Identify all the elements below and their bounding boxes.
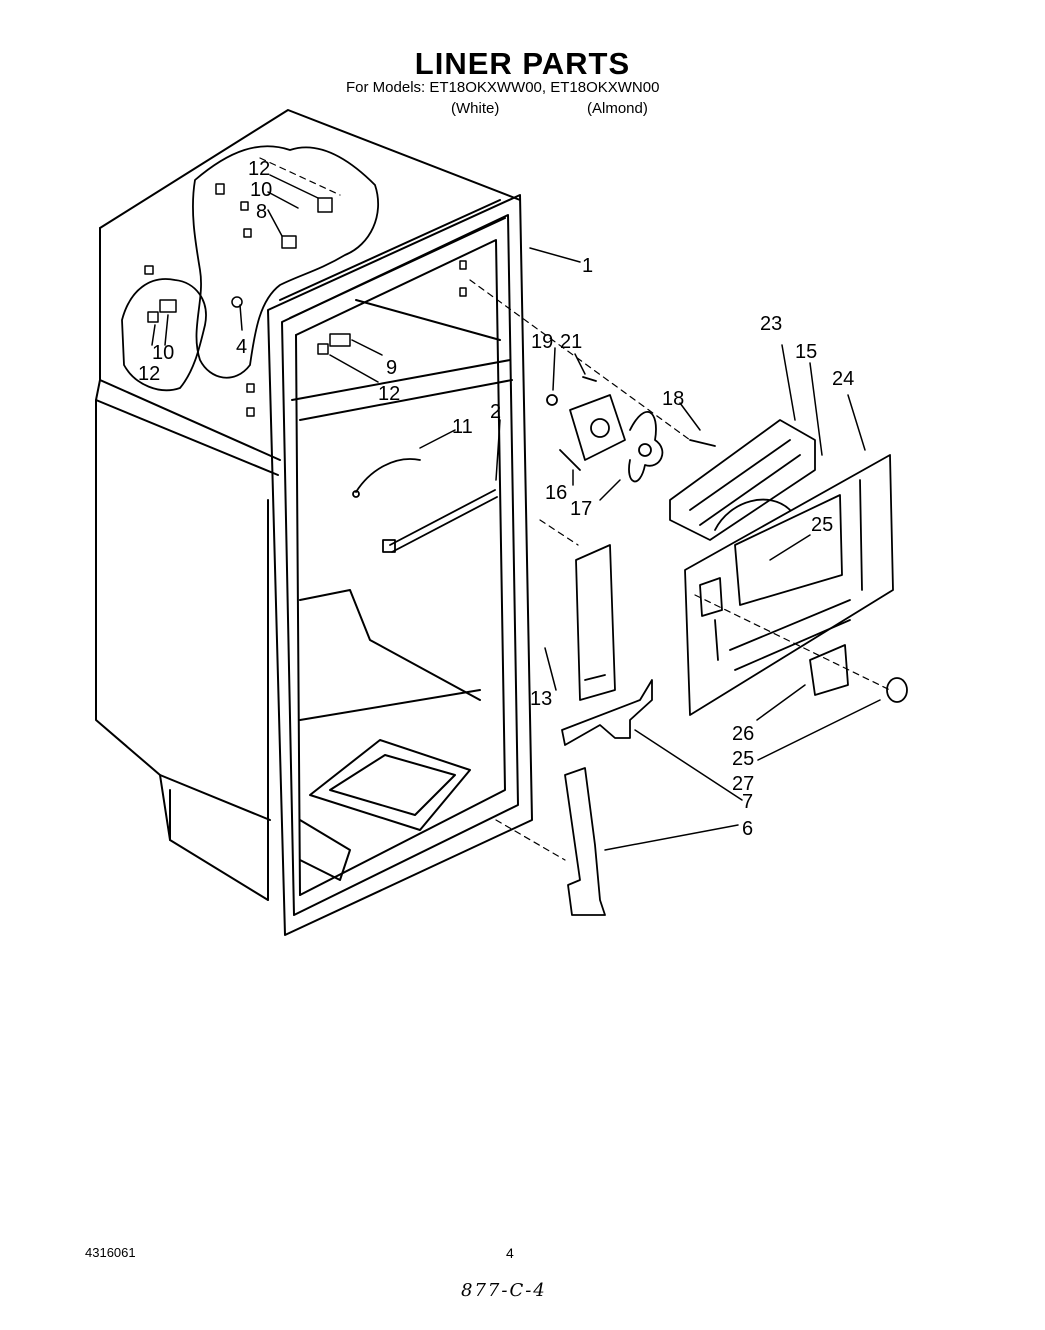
callout-8: 8	[256, 201, 267, 223]
page-title: LINER PARTS	[414, 46, 631, 81]
callout-25-lower: 25	[732, 748, 754, 770]
callout-12-center: 12	[378, 383, 400, 405]
shell-hardware	[144, 183, 467, 417]
callout-17: 17	[570, 498, 592, 520]
liner-frame	[267, 194, 533, 936]
callout-11: 11	[452, 416, 473, 438]
callout-23: 23	[760, 313, 782, 335]
callout-18: 18	[662, 388, 684, 410]
evaporator-cover	[669, 419, 816, 541]
callout-12-top: 12	[248, 158, 270, 180]
rear-panel	[684, 454, 908, 716]
document-code: 4316061	[85, 1245, 136, 1260]
callout-13: 13	[530, 688, 552, 710]
callout-1: 1	[582, 255, 593, 277]
callout-4: 4	[236, 336, 247, 358]
callout-9: 9	[386, 357, 397, 379]
callout-24: 24	[832, 368, 854, 390]
color-note-almond: (Almond)	[587, 100, 648, 117]
cabinet-shell	[95, 109, 521, 901]
wire-harness	[352, 458, 498, 553]
callout-27: 27	[732, 773, 754, 795]
color-note-white: (White)	[451, 100, 500, 117]
callout-15: 15	[795, 341, 817, 363]
callout-labels: 1 2 4 6 7 8 9 10 10 11 12 12 12 13 15 16…	[138, 158, 854, 840]
callout-6: 6	[742, 818, 753, 840]
handwritten-note: 877-C-4	[461, 1280, 547, 1301]
callout-10-top: 10	[250, 179, 272, 201]
callout-12-left: 12	[138, 363, 160, 385]
callout-19: 19	[531, 331, 553, 353]
callout-16: 16	[545, 482, 567, 504]
callout-10-left: 10	[152, 342, 174, 364]
callout-21: 21	[560, 331, 582, 353]
leader-lines	[151, 174, 881, 851]
callout-26: 26	[732, 723, 754, 745]
model-numbers: For Models: ET18OKXWW00, ET18OKXWN00	[346, 79, 660, 96]
callout-25-upper: 25	[811, 514, 833, 536]
fan-motor-assembly	[546, 376, 716, 483]
cutaway-insulation	[121, 145, 380, 392]
air-baffles	[561, 544, 653, 916]
alignment-dashed-lines	[259, 157, 891, 861]
callout-2: 2	[490, 401, 501, 423]
page-number: 4	[506, 1245, 514, 1261]
callout-7: 7	[742, 791, 753, 813]
